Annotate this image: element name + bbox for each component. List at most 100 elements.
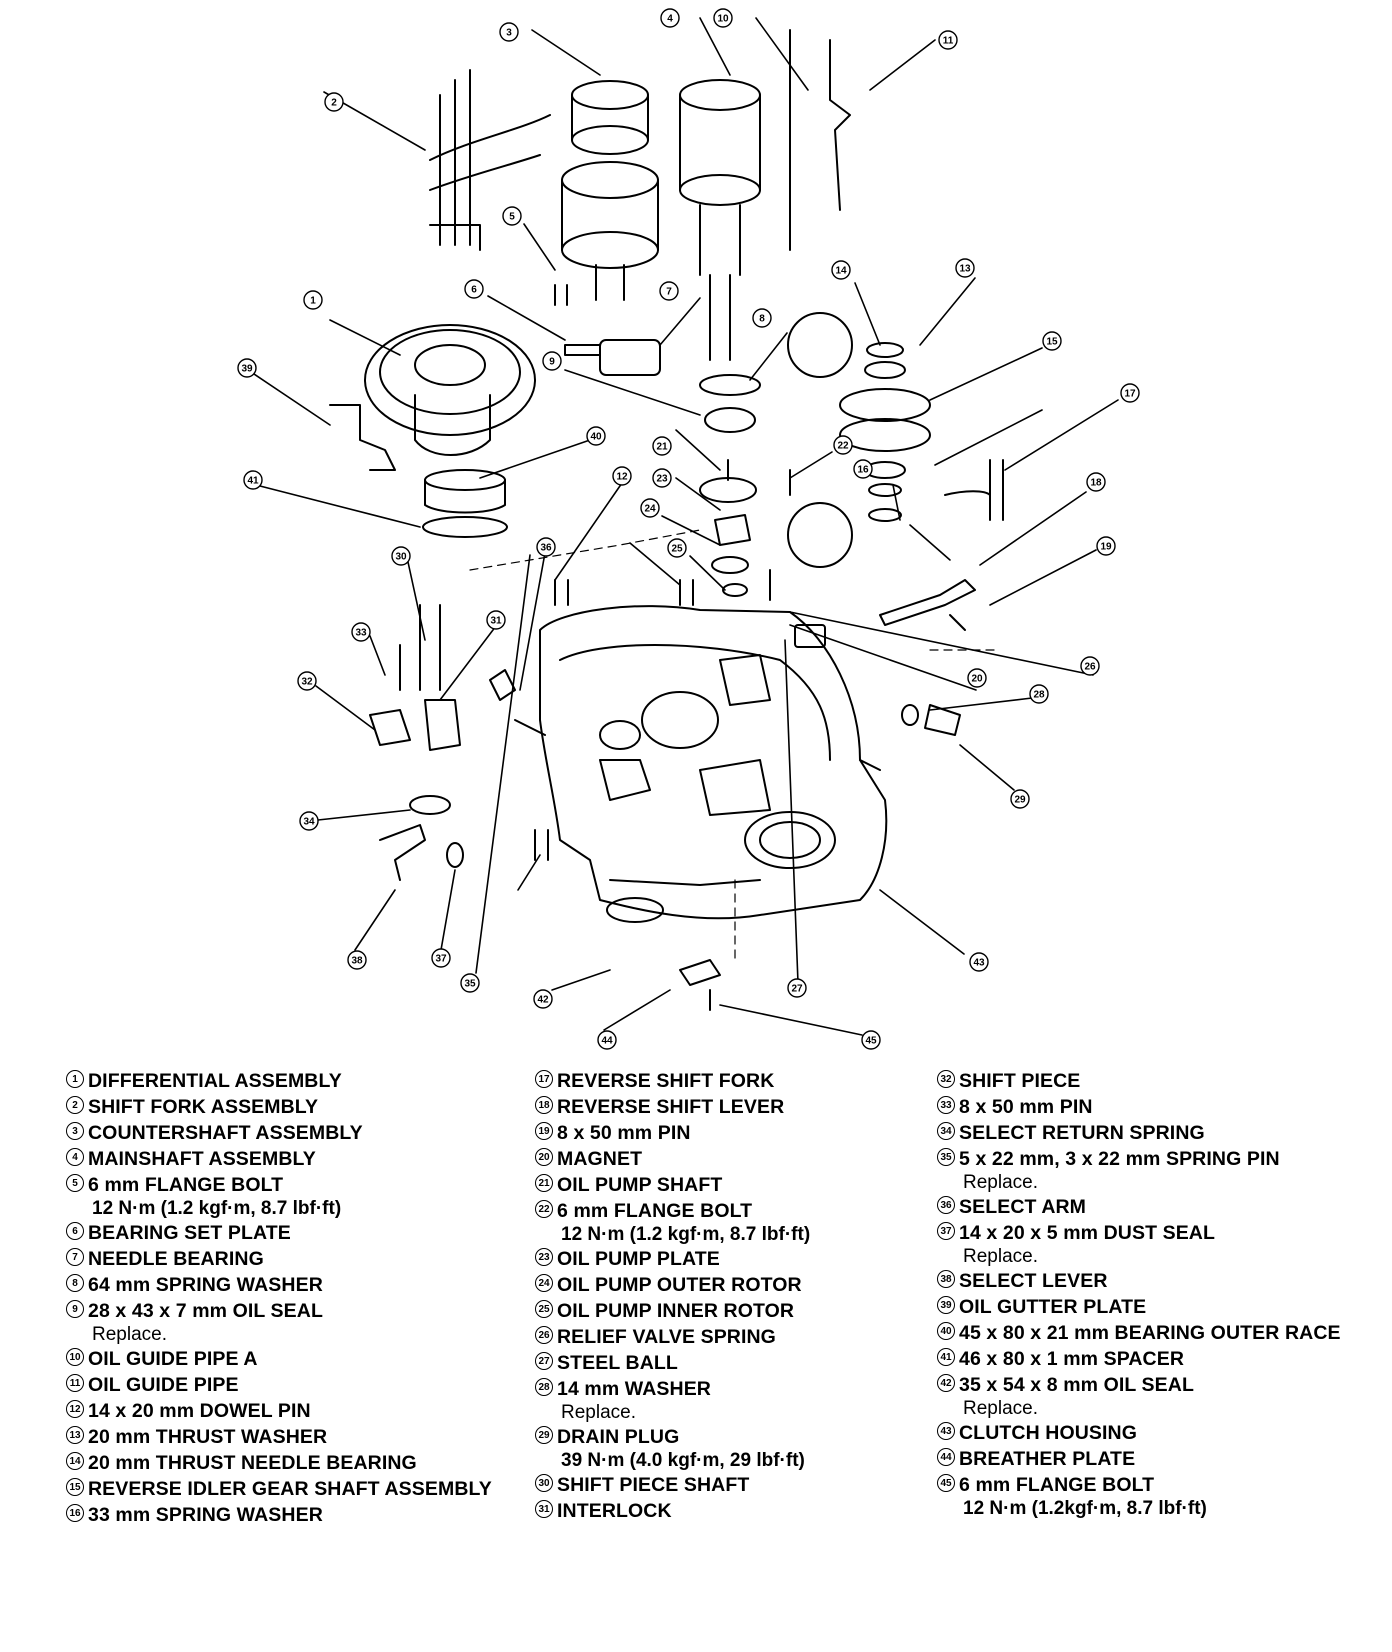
callout-35: 35 xyxy=(460,973,480,993)
legend-label: DIFFERENTIAL ASSEMBLY xyxy=(88,1070,342,1092)
callout-27: 27 xyxy=(787,978,807,998)
callout-number: 28 xyxy=(1033,690,1045,701)
legend-label: OIL GUIDE PIPE A xyxy=(88,1348,258,1370)
legend-number: 45 xyxy=(937,1474,955,1492)
callout-number: 17 xyxy=(1124,389,1136,400)
oil-pump-shaft-part xyxy=(699,459,771,601)
callout-number: 33 xyxy=(355,628,367,639)
bearing-washer-parts xyxy=(422,339,761,1011)
legend-label: 35 x 54 x 8 mm OIL SEAL xyxy=(959,1374,1194,1396)
legend-number: 34 xyxy=(937,1122,955,1140)
legend-label: OIL GUIDE PIPE xyxy=(88,1374,239,1396)
callout-14: 14 xyxy=(831,260,851,280)
legend-label: 5 x 22 mm, 3 x 22 mm SPRING PIN xyxy=(959,1148,1280,1170)
legend-number: 24 xyxy=(535,1274,553,1292)
callout-number: 22 xyxy=(837,441,849,452)
callout-25: 25 xyxy=(667,538,687,558)
legend-note: 12 N·m (1.2 kgf·m, 8.7 lbf·ft) xyxy=(92,1198,342,1219)
legend-label: 14 x 20 mm DOWEL PIN xyxy=(88,1400,311,1422)
legend-label: MAGNET xyxy=(557,1148,643,1170)
legend-number: 1 xyxy=(66,1070,84,1088)
legend-label: SHIFT PIECE SHAFT xyxy=(557,1474,750,1496)
legend-label: 6 mm FLANGE BOLT xyxy=(88,1174,284,1196)
reverse-shift-parts xyxy=(794,459,1004,736)
legend-note: Replace. xyxy=(963,1172,1038,1193)
callout-number: 41 xyxy=(247,476,259,487)
legend-number: 29 xyxy=(535,1426,553,1444)
legend-label: OIL PUMP OUTER ROTOR xyxy=(557,1274,802,1296)
callout-number: 20 xyxy=(971,674,983,685)
legend-label: OIL PUMP INNER ROTOR xyxy=(557,1300,795,1322)
legend-label: BEARING SET PLATE xyxy=(88,1222,291,1244)
callout-22: 22 xyxy=(833,435,853,455)
callout-number: 31 xyxy=(490,616,502,627)
callout-number: 35 xyxy=(464,979,476,990)
legend-label: REVERSE IDLER GEAR SHAFT ASSEMBLY xyxy=(88,1478,492,1500)
legend-label: REVERSE SHIFT LEVER xyxy=(557,1096,785,1118)
legend-note: 12 N·m (1.2 kgf·m, 8.7 lbf·ft) xyxy=(561,1224,811,1245)
callout-43: 43 xyxy=(969,952,989,972)
reverse-idler-gear-part xyxy=(839,342,931,522)
callout-33: 33 xyxy=(351,622,371,642)
legend-number: 12 xyxy=(66,1400,84,1418)
callout-number: 24 xyxy=(644,504,656,515)
legend-number: 43 xyxy=(937,1422,955,1440)
legend-number: 28 xyxy=(535,1378,553,1396)
shift-fork-assembly-part xyxy=(429,69,551,251)
callout-number: 27 xyxy=(791,984,803,995)
callout-1: 1 xyxy=(303,290,323,310)
legend-number: 33 xyxy=(937,1096,955,1114)
callout-44: 44 xyxy=(597,1030,617,1050)
legend-number: 20 xyxy=(535,1148,553,1166)
callout-30: 30 xyxy=(391,546,411,566)
callout-number: 38 xyxy=(351,956,363,967)
legend-number: 38 xyxy=(937,1270,955,1288)
legend-number: 6 xyxy=(66,1222,84,1240)
legend-label: 14 x 20 x 5 mm DUST SEAL xyxy=(959,1222,1216,1244)
callout-number: 30 xyxy=(395,552,407,563)
callout-5: 5 xyxy=(502,206,522,226)
legend-label: 8 x 50 mm PIN xyxy=(959,1096,1093,1118)
legend-label: SHIFT PIECE xyxy=(959,1070,1081,1092)
callout-4: 4 xyxy=(660,8,680,28)
legend-number: 4 xyxy=(66,1148,84,1166)
callout-42: 42 xyxy=(533,989,553,1009)
legend-label: SELECT RETURN SPRING xyxy=(959,1122,1205,1144)
callout-number: 1 xyxy=(310,296,316,307)
legend-number: 26 xyxy=(535,1326,553,1344)
callout-number: 32 xyxy=(301,677,313,688)
callout-7: 7 xyxy=(659,281,679,301)
callout-number: 26 xyxy=(1084,662,1096,673)
legend-label: 33 mm SPRING WASHER xyxy=(88,1504,323,1526)
callout-number: 45 xyxy=(865,1036,877,1047)
callout-41: 41 xyxy=(243,470,263,490)
callout-number: 2 xyxy=(331,98,337,109)
callout-23: 23 xyxy=(652,468,672,488)
callout-number: 42 xyxy=(537,995,549,1006)
legend-number: 11 xyxy=(66,1374,84,1392)
legend-label: 14 mm WASHER xyxy=(557,1378,711,1400)
legend-number: 37 xyxy=(937,1222,955,1240)
legend-label: RELIEF VALVE SPRING xyxy=(557,1326,776,1348)
callout-26: 26 xyxy=(1080,656,1100,676)
legend-note: 39 N·m (4.0 kgf·m, 29 lbf·ft) xyxy=(561,1450,805,1471)
legend-number: 16 xyxy=(66,1504,84,1522)
